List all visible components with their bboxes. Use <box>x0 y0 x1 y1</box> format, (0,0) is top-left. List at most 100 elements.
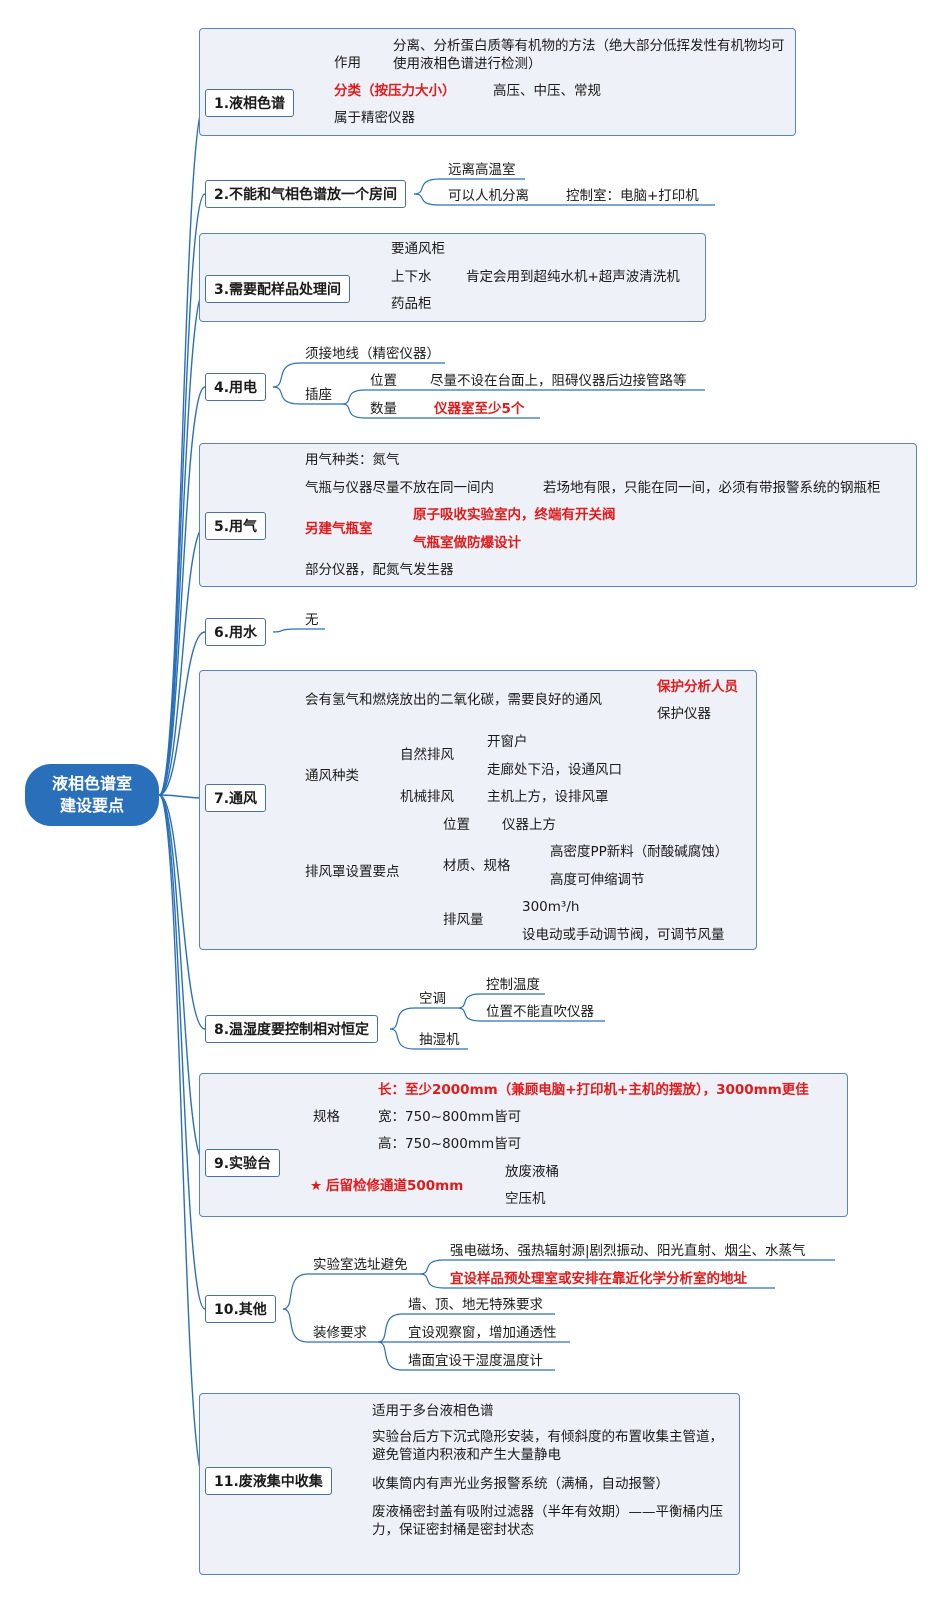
s9-air-compressor[interactable]: 空压机 <box>505 1191 546 1207</box>
s10-decor-c[interactable]: 墙面宜设干湿度温度计 <box>408 1353 543 1369</box>
s7-hood-position[interactable]: 位置 <box>443 817 470 833</box>
connector-68 <box>419 1273 775 1289</box>
s7-hood-position-a[interactable]: 仪器上方 <box>502 817 556 833</box>
s8-dehumidifier[interactable]: 抽湿机 <box>419 1032 460 1048</box>
connector-8 <box>158 794 206 1164</box>
s11-install[interactable]: 实验台后方下沉式隐形安装，有倾斜度的布置收集主管道，避免管道内积液和产生大量静电 <box>372 1429 723 1463</box>
s1-classify-text[interactable]: 高压、中压、常规 <box>493 83 601 99</box>
s10-decor-a[interactable]: 墙、顶、地无特殊要求 <box>408 1297 543 1313</box>
s7-mechanical[interactable]: 机械排风 <box>400 789 454 805</box>
connector-4 <box>158 525 206 796</box>
s7-hood-material-a[interactable]: 高密度PP新料（耐酸碱腐蚀） <box>550 844 729 860</box>
s7-natural-b[interactable]: 走廊处下沿，设通风口 <box>487 762 622 778</box>
s8-ac-a[interactable]: 控制温度 <box>486 977 540 993</box>
s1-classify-label[interactable]: 分类（按压力大小） <box>334 83 456 99</box>
s7-airflow-a[interactable]: 300m³/h <box>522 899 580 915</box>
s4-ground[interactable]: 须接地线（精密仪器） <box>305 346 440 362</box>
s5-gas-room-a[interactable]: 原子吸收实验室内，终端有开关阀 <box>413 507 616 523</box>
section-title-11[interactable]: 11.废液集中收集 <box>205 1467 332 1495</box>
s9-height[interactable]: 高：750~800mm皆可 <box>378 1136 522 1152</box>
section-title-10[interactable]: 10.其他 <box>205 1295 276 1323</box>
s4-socket-count-text[interactable]: 仪器室至少5个 <box>434 401 525 417</box>
connector-25 <box>341 389 410 405</box>
connector-69 <box>282 1308 378 1343</box>
s7-airflow-b[interactable]: 设电动或手动调节阀，可调节风量 <box>522 927 725 943</box>
s5-gas-room[interactable]: 另建气瓶室 <box>305 521 373 537</box>
s7-protect-instrument[interactable]: 保护仪器 <box>657 706 711 722</box>
s7-reason[interactable]: 会有氢气和燃烧放出的二氧化碳，需要良好的通风 <box>305 692 602 708</box>
connector-57 <box>457 1007 605 1022</box>
s9-spec[interactable]: 规格 <box>313 1109 340 1125</box>
s10-site-avoid-b[interactable]: 宜设样品预处理室或安排在靠近化学分析室的地址 <box>450 1271 747 1287</box>
s3-water-detail[interactable]: 肯定会用到超纯水机+超声波清洗机 <box>466 269 680 285</box>
s1-function-label[interactable]: 作用 <box>334 55 361 71</box>
section-title-4[interactable]: 4.用电 <box>205 373 267 401</box>
s4-socket-position-text[interactable]: 尽量不设在台面上，阻碍仪器后边接管路等 <box>430 373 687 389</box>
s9-waste-bucket[interactable]: 放废液桶 <box>505 1164 559 1180</box>
s2-control-room[interactable]: 控制室：电脑+打印机 <box>566 188 699 204</box>
section-title-1[interactable]: 1.液相色谱 <box>205 89 295 117</box>
section-title-7[interactable]: 7.通风 <box>205 784 267 812</box>
s6-none[interactable]: 无 <box>305 612 319 628</box>
connector-3 <box>158 386 206 796</box>
s5-gas-room-b[interactable]: 气瓶室做防爆设计 <box>413 535 521 551</box>
s7-airflow[interactable]: 排风量 <box>443 912 484 928</box>
s1-function-text[interactable]: 分离、分析蛋白质等有机物的方法（绝大部分低挥发性有机物均可使用液相色谱进行检测） <box>393 38 785 72</box>
s7-hood-material[interactable]: 材质、规格 <box>443 858 511 874</box>
connector-7 <box>158 794 206 1030</box>
s7-natural[interactable]: 自然排风 <box>400 747 454 763</box>
s7-hood-material-b[interactable]: 高度可伸缩调节 <box>550 872 645 888</box>
s10-decor[interactable]: 装修要求 <box>313 1325 367 1341</box>
s5-gas-type[interactable]: 用气种类：氮气 <box>305 452 400 468</box>
s2-separate[interactable]: 可以人机分离 <box>448 188 529 204</box>
s7-natural-a[interactable]: 开窗户 <box>487 734 528 750</box>
section-title-2[interactable]: 2.不能和气相色谱放一个房间 <box>205 180 407 208</box>
s11-filter[interactable]: 废液桶密封盖有吸附过滤器（半年有效期）——平衡桶内压力，保证密封桶是密封状态 <box>372 1504 723 1538</box>
connector-67 <box>419 1259 835 1275</box>
s5-cylinder[interactable]: 气瓶与仪器尽量不放在同一间内 <box>305 480 494 496</box>
s3-chem-cabinet[interactable]: 药品柜 <box>391 296 432 312</box>
s7-protect-staff[interactable]: 保护分析人员 <box>657 679 738 695</box>
connector-70 <box>377 1313 555 1343</box>
s3-fume-hood[interactable]: 要通风柜 <box>391 241 445 257</box>
s8-ac[interactable]: 空调 <box>419 991 446 1007</box>
connector-56 <box>457 993 545 1009</box>
s7-mechanical-a[interactable]: 主机上方，设排风罩 <box>487 789 609 805</box>
s7-vent-types[interactable]: 通风种类 <box>305 768 359 784</box>
s9-width[interactable]: 宽：750~800mm皆可 <box>378 1109 522 1125</box>
star-icon: ★ <box>310 1178 323 1194</box>
s1-precision[interactable]: 属于精密仪器 <box>334 110 415 126</box>
s10-site-avoid[interactable]: 实验室选址避免 <box>313 1257 408 1273</box>
connector-55 <box>389 1007 458 1030</box>
section-title-5[interactable]: 5.用气 <box>205 512 267 540</box>
section-9-panel <box>199 1073 848 1217</box>
s9-maint-path[interactable]: 后留检修通道500mm <box>326 1178 464 1194</box>
connector-1 <box>158 193 206 796</box>
connector-5 <box>158 631 206 796</box>
s2-away-hot[interactable]: 远离高温室 <box>448 162 516 178</box>
s3-water[interactable]: 上下水 <box>391 269 432 285</box>
s5-nitrogen-gen[interactable]: 部分仪器，配氮气发生器 <box>305 562 454 578</box>
section-5-panel <box>199 443 917 587</box>
s9-length[interactable]: 长：至少2000mm（兼顾电脑+打印机+主机的摆放），3000mm更佳 <box>378 1082 809 1098</box>
section-title-6[interactable]: 6.用水 <box>205 618 267 646</box>
s5-cylinder-text[interactable]: 若场地有限，只能在同一间，必须有带报警系统的钢瓶柜 <box>543 480 881 496</box>
connector-10 <box>158 794 206 1482</box>
section-title-3[interactable]: 3.需要配样品处理间 <box>205 275 351 303</box>
s4-socket-position[interactable]: 位置 <box>370 373 397 389</box>
root-topic[interactable]: 液相色谱室 建设要点 <box>25 764 159 826</box>
s10-decor-b[interactable]: 宜设观察窗，增加通透性 <box>408 1325 557 1341</box>
connector-66 <box>282 1273 420 1310</box>
connector-58 <box>389 1028 468 1050</box>
s11-alarm[interactable]: 收集筒内有声光业务报警系统（满桶，自动报警） <box>372 1476 669 1492</box>
connector-2 <box>158 288 206 796</box>
s10-site-avoid-a[interactable]: 强电磁场、强热辐射源|剧烈振动、阳光直射、烟尘、水蒸气 <box>450 1243 806 1259</box>
section-title-8[interactable]: 8.温湿度要控制相对恒定 <box>205 1015 379 1043</box>
connector-24 <box>272 386 342 405</box>
s8-ac-b[interactable]: 位置不能直吹仪器 <box>486 1004 594 1020</box>
s4-socket-count[interactable]: 数量 <box>370 401 397 417</box>
s7-hood-points[interactable]: 排风罩设置要点 <box>305 864 400 880</box>
s11-multi-lc[interactable]: 适用于多台液相色谱 <box>372 1403 494 1419</box>
s4-socket[interactable]: 插座 <box>305 387 332 403</box>
section-title-9[interactable]: 9.实验台 <box>205 1149 281 1177</box>
